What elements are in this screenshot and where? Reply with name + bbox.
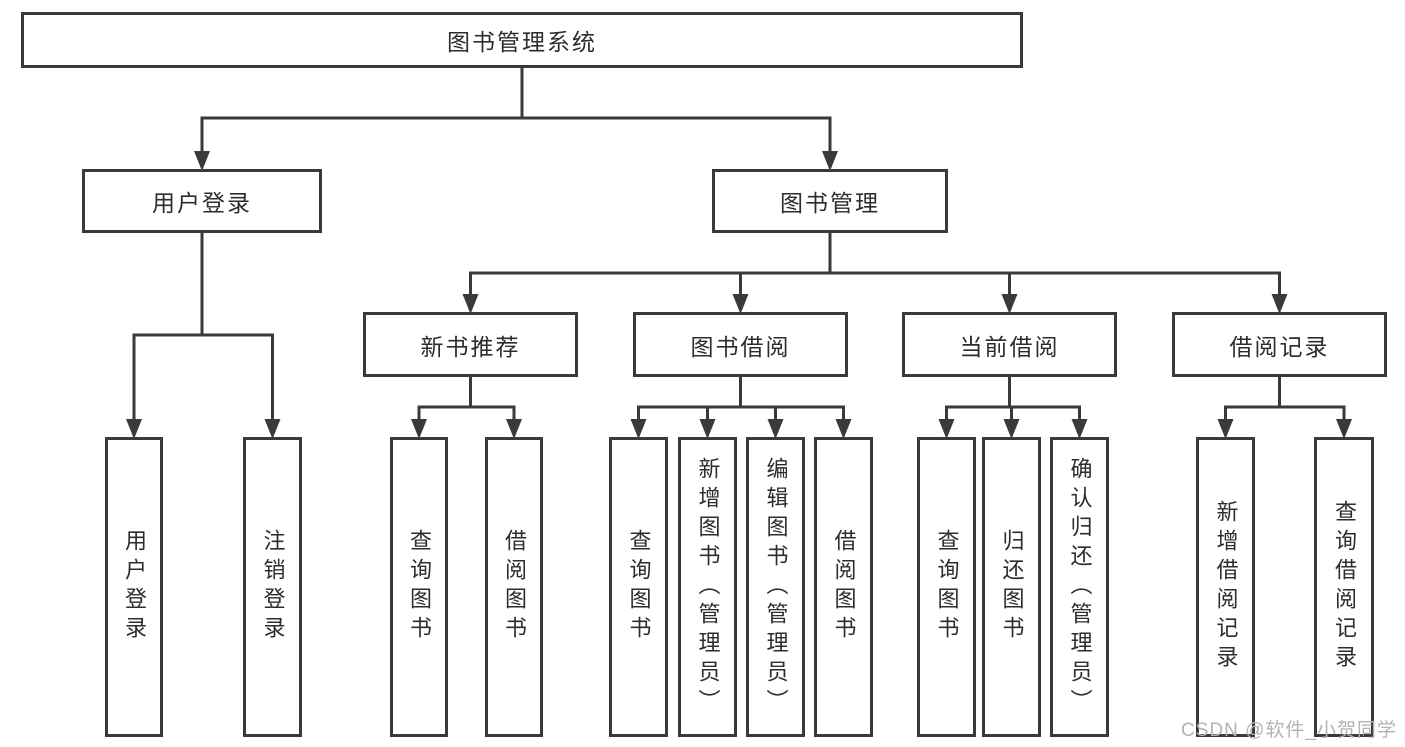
node-label: 借阅记录 bbox=[1229, 333, 1330, 360]
node-label: 归还图书 bbox=[999, 529, 1025, 645]
node-label: 图书管理 bbox=[780, 190, 880, 216]
node-label: 编辑图书（管理员） bbox=[763, 456, 789, 718]
node-book-mgmt: 图书管理 bbox=[712, 169, 948, 233]
node-user-login: 用户登录 bbox=[82, 169, 322, 233]
node-label: 图书借阅 bbox=[690, 333, 791, 360]
node-leaf-return-books: 归还图书 bbox=[982, 437, 1041, 737]
node-label: 注销登录 bbox=[260, 529, 286, 645]
node-label: 借阅图书 bbox=[502, 529, 527, 645]
node-new-book-rec: 新书推荐 bbox=[363, 312, 578, 377]
node-leaf-add-borrow-record: 新增借阅记录 bbox=[1196, 437, 1255, 737]
node-label: 新增借阅记录 bbox=[1213, 500, 1239, 674]
node-current-borrow: 当前借阅 bbox=[902, 312, 1117, 377]
node-leaf-query-books-current: 查询图书 bbox=[917, 437, 976, 737]
node-label: 查询图书 bbox=[407, 529, 432, 645]
node-label: 查询图书 bbox=[934, 529, 960, 645]
watermark: CSDN @软件_小贺同学 bbox=[1181, 720, 1397, 741]
node-leaf-logout: 注销登录 bbox=[243, 437, 302, 737]
node-book-borrow: 图书借阅 bbox=[633, 312, 848, 377]
node-leaf-user-login: 用户登录 bbox=[105, 437, 163, 737]
node-leaf-confirm-return: 确认归还（管理员） bbox=[1050, 437, 1109, 737]
node-label: 新书推荐 bbox=[420, 333, 521, 360]
node-label: 用户登录 bbox=[122, 529, 147, 645]
node-label: 查询借阅记录 bbox=[1332, 500, 1357, 674]
node-leaf-query-books-borrow: 查询图书 bbox=[609, 437, 668, 737]
node-leaf-add-books: 新增图书（管理员） bbox=[678, 437, 737, 737]
node-label: 当前借阅 bbox=[959, 333, 1060, 360]
node-label: 用户登录 bbox=[152, 190, 252, 216]
node-leaf-edit-books: 编辑图书（管理员） bbox=[746, 437, 805, 737]
node-leaf-query-books-rec: 查询图书 bbox=[390, 437, 448, 737]
node-leaf-borrow-books-rec: 借阅图书 bbox=[485, 437, 543, 737]
node-borrow-records: 借阅记录 bbox=[1172, 312, 1387, 377]
node-leaf-query-borrow-record: 查询借阅记录 bbox=[1314, 437, 1374, 737]
node-label: 图书管理系统 bbox=[447, 29, 597, 55]
node-label: 查询图书 bbox=[626, 529, 652, 645]
node-label: 确认归还（管理员） bbox=[1067, 456, 1093, 718]
node-label: 新增图书（管理员） bbox=[695, 456, 721, 718]
node-root: 图书管理系统 bbox=[21, 12, 1023, 68]
node-label: 借阅图书 bbox=[831, 529, 857, 645]
node-leaf-borrow-books: 借阅图书 bbox=[814, 437, 873, 737]
